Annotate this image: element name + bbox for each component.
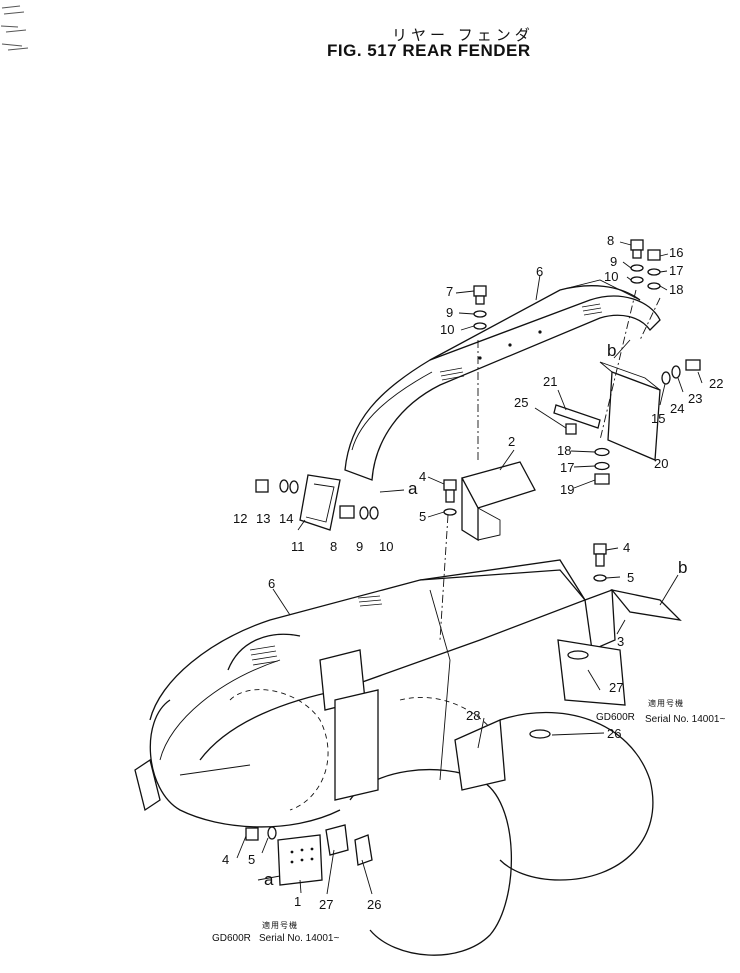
detail-letter-b: b — [607, 341, 616, 360]
callout-27: 27 — [319, 897, 333, 912]
callout-9: 9 — [356, 539, 363, 554]
callout-numbers: 8 16 9 17 10 18 6 7 9 10 21 22 23 24 15 … — [222, 233, 723, 912]
callout-21: 21 — [543, 374, 557, 389]
callout-10: 10 — [379, 539, 393, 554]
callout-10: 10 — [440, 322, 454, 337]
fender-upper-exploded — [344, 279, 661, 481]
japanese-title: リヤー フェンダ — [392, 26, 534, 44]
callout-22: 22 — [709, 376, 723, 391]
detail-letters: b a b a — [264, 341, 687, 889]
callout-4: 4 — [419, 469, 426, 484]
callout-13: 13 — [256, 511, 270, 526]
bracket-3 — [529, 588, 682, 739]
note-serial: Serial No. 14001~ — [259, 933, 339, 944]
figure-title: FIG. 517 REAR FENDER — [327, 41, 531, 60]
callout-9: 9 — [446, 305, 453, 320]
callout-2: 2 — [508, 434, 515, 449]
callout-18: 18 — [669, 282, 683, 297]
bracket-2-exploded — [461, 461, 536, 542]
callout-5: 5 — [627, 570, 634, 585]
scan-artifact-mark — [0, 5, 29, 51]
callout-17: 17 — [669, 263, 683, 278]
callout-15: 15 — [651, 411, 665, 426]
callout-3: 3 — [617, 634, 624, 649]
fasteners-top — [245, 239, 701, 841]
callout-5: 5 — [419, 509, 426, 524]
callout-9: 9 — [610, 254, 617, 269]
assembly-guide-lines — [439, 289, 661, 641]
detail-letter-a: a — [408, 479, 418, 498]
fender-lower-assembled — [134, 559, 587, 812]
serial-note-left: 適用号機 GD600R Serial No. 14001~ — [212, 920, 339, 944]
tires — [149, 689, 654, 956]
callout-16: 16 — [669, 245, 683, 260]
bracket-1-plate — [277, 824, 373, 886]
callout-8: 8 — [330, 539, 337, 554]
note-jp: 適用号機 — [648, 698, 684, 708]
callout-24: 24 — [670, 401, 684, 416]
mudflap-20 — [553, 361, 661, 461]
callout-4: 4 — [222, 852, 229, 867]
callout-8: 8 — [607, 233, 614, 248]
callout-14: 14 — [279, 511, 293, 526]
callout-23: 23 — [688, 391, 702, 406]
detail-letter-a: a — [264, 870, 274, 889]
note-serial: Serial No. 14001~ — [645, 714, 725, 725]
callout-5: 5 — [248, 852, 255, 867]
callout-17: 17 — [560, 460, 574, 475]
callout-12: 12 — [233, 511, 247, 526]
callout-27: 27 — [609, 680, 623, 695]
callout-19: 19 — [560, 482, 574, 497]
leader-lines — [236, 241, 703, 895]
callout-28: 28 — [466, 708, 480, 723]
callout-7: 7 — [446, 284, 453, 299]
note-model: GD600R — [212, 933, 251, 944]
callout-1: 1 — [294, 894, 301, 909]
callout-6: 6 — [536, 264, 543, 279]
callout-20: 20 — [654, 456, 668, 471]
serial-note-right: 適用号機 GD600R Serial No. 14001~ — [596, 698, 725, 725]
callout-26: 26 — [607, 726, 621, 741]
note-jp: 適用号機 — [262, 920, 298, 930]
callout-4: 4 — [623, 540, 630, 555]
callout-6: 6 — [268, 576, 275, 591]
callout-11: 11 — [291, 539, 305, 554]
callout-25: 25 — [514, 395, 528, 410]
callout-26: 26 — [367, 897, 381, 912]
note-model: GD600R — [596, 712, 635, 723]
callout-18: 18 — [557, 443, 571, 458]
detail-letter-b: b — [678, 558, 687, 577]
strap-11 — [299, 474, 341, 531]
callout-10: 10 — [604, 269, 618, 284]
